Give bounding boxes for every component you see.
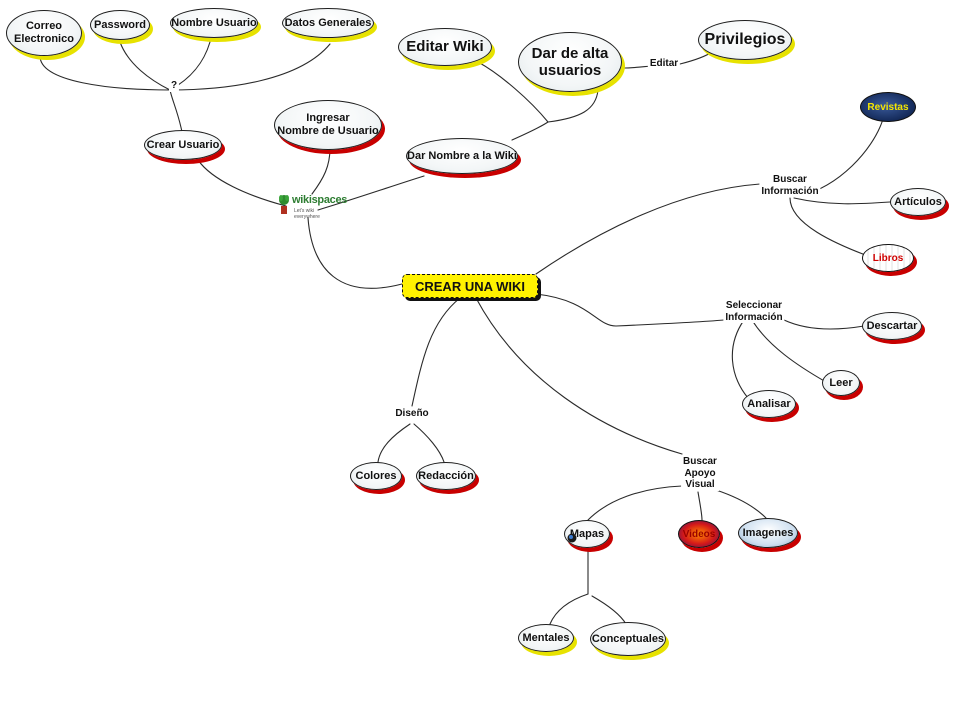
node-label: Dar Nombre a la Wiki	[407, 149, 517, 162]
node-label: Descartar	[866, 319, 918, 332]
node-descartar[interactable]: Descartar	[862, 312, 922, 340]
node-analisar[interactable]: Analisar	[742, 390, 796, 418]
node-label: Editar Wiki	[406, 38, 484, 56]
node-label: Correo Electronico	[14, 20, 74, 45]
editar-link-label: Editar	[647, 58, 681, 70]
node-label: Mentales	[522, 631, 570, 644]
node-mapas[interactable]: Mapas	[564, 520, 610, 548]
logo-brand-text: wikispaces	[292, 194, 348, 206]
connector-buscar-info-articulos	[793, 197, 891, 205]
node-nombre-usuario[interactable]: Nombre Usuario	[170, 8, 258, 38]
connector-apoyo-videos	[697, 491, 703, 521]
node-privilegios[interactable]: Privilegios	[698, 20, 792, 60]
node-label: Password	[94, 18, 146, 31]
node-label: Videos	[682, 528, 716, 540]
node-videos[interactable]: Videos	[678, 520, 720, 548]
node-password[interactable]: Password	[90, 10, 150, 40]
connector-hub-conceptuales	[591, 595, 627, 625]
diseno-label: Diseño	[393, 408, 431, 420]
node-correo-electronico[interactable]: Correo Electronico	[6, 10, 82, 56]
connector-root-buscar-info	[535, 183, 761, 275]
connector-root-diseno	[411, 297, 461, 407]
node-editar-wiki[interactable]: Editar Wiki	[398, 28, 492, 66]
connector-apoyo-imagenes	[715, 489, 767, 519]
node-label: Redacción	[418, 469, 474, 482]
connector-hub-correo	[39, 55, 171, 91]
connector-root-buscar-apoyo	[475, 297, 683, 455]
node-ingresar-nombre-usuario[interactable]: Ingresar Nombre de Usuario	[274, 100, 382, 150]
node-libros[interactable]: Libros	[862, 244, 914, 272]
connector-logo-ingresar	[311, 147, 331, 195]
connector-editar-privilegios	[679, 51, 713, 65]
node-label: Imagenes	[742, 526, 794, 539]
logo-tagline: Let's wiki everywhere	[294, 208, 320, 220]
node-mentales[interactable]: Mentales	[518, 624, 574, 652]
node-conceptuales[interactable]: Conceptuales	[590, 622, 666, 656]
connector-logo-dar-nombre	[317, 175, 425, 211]
node-articulos[interactable]: Artículos	[890, 188, 946, 216]
plant-icon	[279, 195, 289, 214]
connector-crear-usuario-hub	[169, 89, 183, 133]
node-datos-generales[interactable]: Datos Generales	[282, 8, 374, 38]
node-colores[interactable]: Colores	[350, 462, 402, 490]
node-imagenes[interactable]: Imagenes	[738, 518, 798, 548]
node-label: Datos Generales	[284, 16, 372, 29]
node-label: Libros	[872, 252, 904, 264]
node-redaccion[interactable]: Redacción	[416, 462, 476, 490]
connector-dar-nombre-hub	[511, 121, 549, 141]
connector-seleccionar-descartar	[783, 319, 865, 330]
connector-logo-crear-usuario	[197, 159, 287, 207]
node-label: Artículos	[894, 195, 942, 208]
connector-root-seleccionar	[535, 293, 725, 327]
node-label: Leer	[829, 376, 853, 389]
connector-diseno-redaccion	[413, 423, 445, 463]
node-label: Dar de alta usuarios	[531, 44, 609, 79]
connector-hub-mentales	[549, 593, 589, 625]
node-label: Ingresar Nombre de Usuario	[277, 112, 379, 137]
node-dar-nombre-wiki[interactable]: Dar Nombre a la Wiki	[406, 138, 518, 174]
node-label: Crear Usuario	[146, 138, 220, 151]
connector-hub-editar-wiki	[477, 61, 549, 123]
node-dar-de-alta-usuarios[interactable]: Dar de alta usuarios	[518, 32, 622, 92]
node-leer[interactable]: Leer	[822, 370, 860, 396]
connector-apoyo-mapas	[587, 485, 683, 521]
wikispaces-logo: wikispaces Let's wiki everywhere	[276, 192, 347, 220]
node-label: Mapas	[569, 527, 605, 540]
connector-seleccionar-analisar	[731, 319, 749, 399]
connector-diseno-colores	[377, 423, 411, 463]
root-node[interactable]: CREAR UNA WIKI	[402, 274, 538, 298]
seleccionar-informacion-label: Seleccionar Información	[723, 300, 785, 323]
buscar-apoyo-visual-label: Buscar Apoyo Visual	[681, 456, 719, 491]
node-revistas[interactable]: Revistas	[860, 92, 916, 122]
node-label: Conceptuales	[591, 632, 665, 645]
node-label: Revistas	[867, 101, 909, 113]
connector-hub-dar-alta	[547, 89, 599, 123]
node-label: Colores	[355, 469, 397, 482]
node-label: Nombre Usuario	[171, 16, 257, 29]
connector-buscar-info-libros	[789, 197, 869, 257]
connector-seleccionar-leer	[751, 319, 827, 383]
node-crear-usuario[interactable]: Crear Usuario	[144, 130, 222, 160]
connector-root-logo	[307, 217, 403, 289]
buscar-informacion-label: Buscar Información	[759, 174, 821, 197]
connector-hub-password	[119, 41, 171, 91]
globe-icon	[567, 533, 577, 543]
node-label: Analisar	[747, 397, 791, 410]
connector-hub-datos-generales	[169, 43, 331, 91]
question-hub-label: ?	[168, 80, 180, 92]
node-label: Privilegios	[704, 30, 786, 48]
